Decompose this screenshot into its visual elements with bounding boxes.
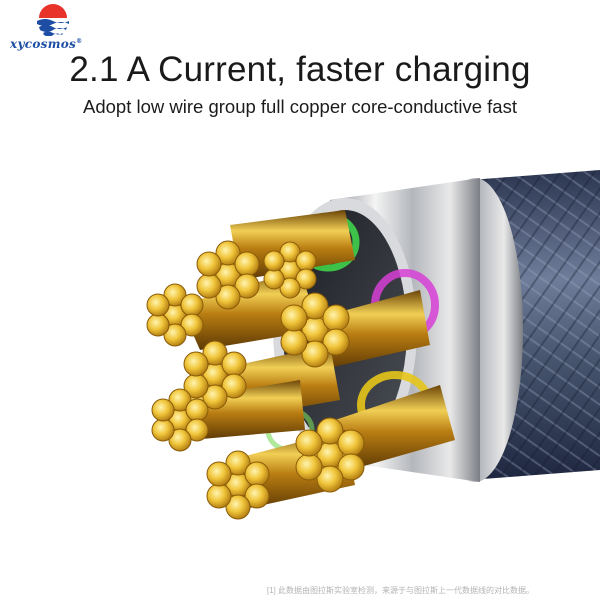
brand-logo: xycosmos®: [6, 4, 98, 54]
copper-bundle-2: [146, 283, 204, 347]
cable-illustration: [146, 170, 600, 520]
copper-bundle-1: [196, 240, 260, 310]
brand-name: xycosmos: [10, 37, 77, 51]
brand-logo-icon: [37, 4, 69, 36]
copper-bundle-8: [263, 241, 317, 299]
brand-wordmark: xycosmos®: [10, 37, 82, 51]
copper-bundle-7: [206, 450, 270, 520]
subheadline: Adopt low wire group full copper core-co…: [83, 96, 517, 117]
copper-bundle-5: [151, 388, 209, 452]
footnote: [1] 此数据由图拉斯实验室检测，来源于与图拉斯上一代数据线的对比数据。: [266, 586, 534, 595]
headline: 2.1 A Current, faster charging: [69, 50, 531, 89]
brand-registered-mark: ®: [76, 38, 83, 45]
copper-bundle-3: [280, 292, 350, 368]
copper-bundle-4: [183, 340, 247, 410]
copper-bundle-6: [295, 417, 365, 493]
